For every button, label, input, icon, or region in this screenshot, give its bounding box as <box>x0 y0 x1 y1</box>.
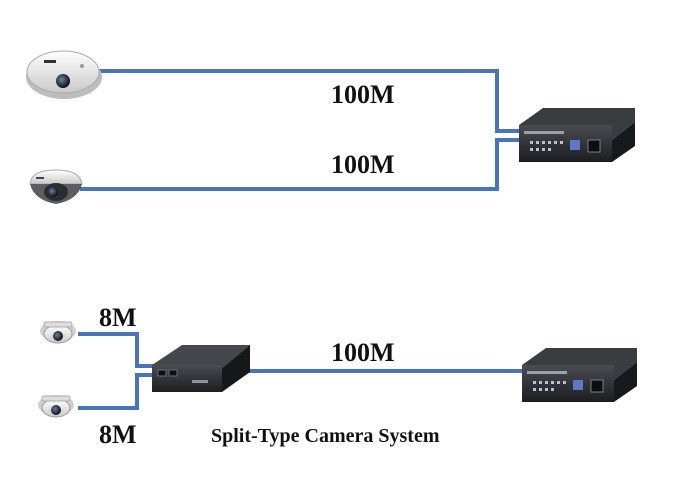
fisheye-camera-icon <box>26 50 102 99</box>
split-camera-main-unit-icon <box>152 345 250 392</box>
link-speed-label: 100M <box>331 338 395 367</box>
link-speed-label: 100M <box>331 80 395 109</box>
split-camera-lens-icon <box>38 395 74 418</box>
split-camera-lens-icon <box>40 321 76 344</box>
cable-fisheye-to-switch <box>90 69 520 133</box>
network-switch-icon <box>522 348 637 402</box>
cable-group <box>78 69 522 410</box>
cable-dome-to-switch <box>80 138 520 191</box>
diagram-caption: Split-Type Camera System <box>211 425 440 447</box>
dome-camera-icon <box>29 169 83 204</box>
network-switch-icon <box>519 108 635 162</box>
link-speed-label: 100M <box>331 150 395 179</box>
link-speed-label: 8M <box>99 303 137 332</box>
cable-lens-bottom-to-unit <box>78 373 155 410</box>
cable-lens-top-to-unit <box>78 332 155 368</box>
link-speed-label: 8M <box>99 420 137 449</box>
